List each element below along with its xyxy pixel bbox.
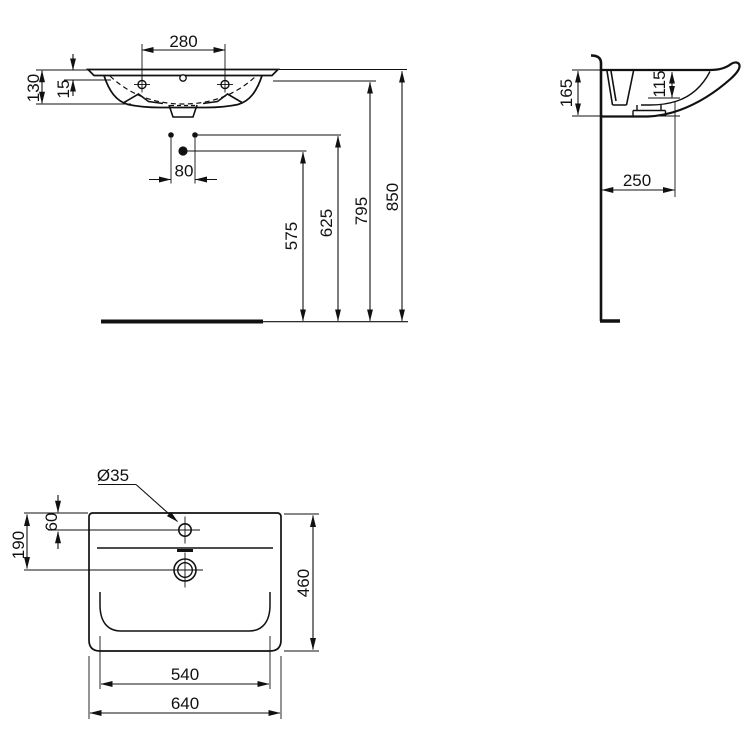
tap-deck-section (606, 70, 635, 106)
dim-label-190: 190 (9, 531, 28, 559)
dim-label-115: 115 (650, 70, 669, 97)
overflow-hole (179, 74, 187, 82)
waste-fitting (632, 105, 667, 116)
basin-ledge-left (123, 93, 164, 105)
inner-bowl-plan (99, 592, 271, 632)
dim-label-250: 250 (623, 171, 651, 190)
basin-rim-outline (85, 68, 281, 77)
leader-arrow (135, 484, 178, 522)
fixing-dot-left (168, 132, 174, 138)
basin-profile-inner (641, 71, 711, 106)
dim-label-850: 850 (383, 183, 402, 211)
dim-label-15: 15 (54, 80, 73, 99)
dim-label-165: 165 (557, 79, 576, 107)
dim-label-575: 575 (282, 222, 301, 250)
dim-label-diameter-35: Ø35 (97, 466, 129, 485)
basin-inner-bowl-hidden (109, 75, 257, 105)
front-view: 280 130 15 (24, 32, 408, 324)
dim-label-60: 60 (42, 513, 61, 532)
side-view: 165 115 250 (557, 54, 741, 323)
top-view: Ø35 60 190 460 540 640 (9, 466, 319, 719)
dim-label-130: 130 (24, 74, 43, 102)
basin-profile-outer (601, 61, 741, 118)
dim-label-640: 640 (171, 694, 199, 713)
dim-label-795: 795 (352, 197, 371, 225)
dim-label-625: 625 (317, 209, 336, 237)
dim-label-80: 80 (175, 162, 194, 181)
dim-label-540: 540 (171, 665, 199, 684)
basin-ledge-right (202, 93, 243, 105)
dim-label-460: 460 (294, 569, 313, 597)
dim-label-280: 280 (169, 32, 197, 51)
basin-bowl-outline (103, 75, 263, 109)
wall-line (590, 54, 603, 321)
drain-outlet (168, 104, 198, 118)
